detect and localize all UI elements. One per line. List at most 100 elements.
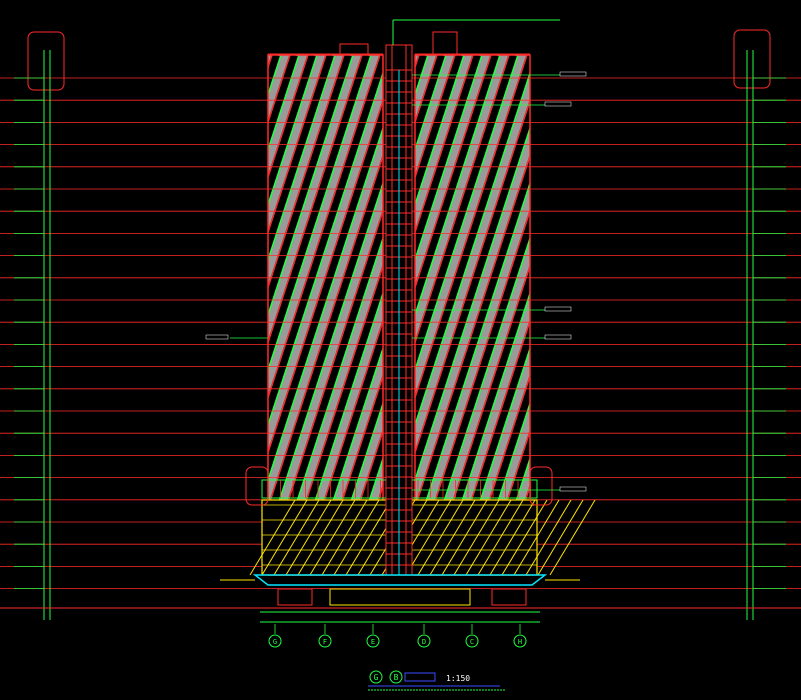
drawing-scale: 1:150 <box>446 674 470 683</box>
podium-callout-right <box>529 466 553 506</box>
stripe-green <box>268 125 383 483</box>
stripe-red <box>268 55 345 290</box>
axis-bubble <box>268 634 282 648</box>
stripe-red <box>415 55 528 400</box>
stripe-shadow <box>415 55 500 315</box>
stripe-green <box>268 55 300 153</box>
axis-label: E <box>371 638 375 646</box>
stripe-shadow <box>268 98 383 480</box>
stripe-green <box>290 291 383 575</box>
podium-hatch-line <box>501 499 548 576</box>
stripe-shadow <box>482 428 530 575</box>
stripe-green <box>415 70 530 428</box>
podium-hatch-line <box>441 499 488 576</box>
stripe-green <box>272 235 383 575</box>
ground-base <box>0 574 801 609</box>
stripe-shadow <box>281 263 383 575</box>
stripe-shadow <box>268 55 335 260</box>
stripe-green <box>308 346 383 575</box>
base-left-block <box>277 588 313 606</box>
axis-label: D <box>422 638 426 646</box>
left-tower-wing <box>267 54 384 576</box>
title-mark-2: B <box>394 673 399 682</box>
stripe-red <box>299 318 383 575</box>
stripe-green <box>415 125 530 483</box>
annotation-text-box <box>559 486 587 492</box>
stripe-green <box>491 456 530 575</box>
level-ruler-ticks <box>14 77 786 589</box>
stripe-green <box>268 55 354 318</box>
stripe-green <box>415 55 501 318</box>
stripe-green <box>268 55 318 208</box>
stripe-red <box>415 208 530 566</box>
stripe-green <box>415 55 483 263</box>
axis-label: H <box>518 638 522 646</box>
stripe-red <box>268 98 383 455</box>
stripe-shadow <box>415 55 482 260</box>
stripe-green <box>268 70 383 428</box>
stripe-green <box>473 401 530 575</box>
drawing-title-block: G B 1:150 <box>368 670 505 691</box>
stripe-shadow <box>415 55 530 425</box>
stripe-red <box>415 98 530 455</box>
stripe-red <box>268 208 383 566</box>
stripe-red <box>446 318 530 575</box>
podium-hatch-line <box>489 499 536 576</box>
podium-callouts <box>245 466 553 506</box>
podium-hatch-line <box>321 499 368 576</box>
stripe-red <box>335 428 383 575</box>
stripe-red <box>268 55 327 235</box>
stripe-green <box>437 291 530 575</box>
podium-hatch-line <box>261 499 308 576</box>
podium-hatch-line <box>249 499 296 576</box>
annotation-leaders <box>205 71 587 492</box>
axis-bubble <box>513 634 527 648</box>
stripe-green <box>455 346 530 575</box>
podium-hatch-line <box>345 499 392 576</box>
annotation-text-box <box>544 306 572 312</box>
title-mark-1: G <box>374 673 379 682</box>
stripe-red <box>415 55 492 290</box>
stripe-shadow <box>268 208 383 575</box>
podium-hatch-line <box>309 499 356 576</box>
stripe-shadow <box>299 318 383 575</box>
annotation-text-box <box>544 101 572 107</box>
title-mark-2-circle <box>389 670 403 684</box>
podium-hatch-line <box>429 499 476 576</box>
podium-hatch-line <box>417 499 464 576</box>
stripe-shadow <box>415 153 530 535</box>
stripe-red <box>415 55 474 235</box>
stripe-shadow <box>415 98 530 480</box>
stripe-shadow <box>317 373 383 575</box>
podium-callout-left <box>245 466 269 506</box>
annotation-text-box <box>205 334 229 340</box>
stripe-red <box>415 153 530 510</box>
stripe-shadow <box>415 55 464 205</box>
podium-hatch-line <box>273 499 320 576</box>
stripe-green <box>268 55 336 263</box>
stripe-shadow <box>268 55 371 370</box>
stripe-shadow <box>268 153 383 535</box>
stripe-green <box>344 456 383 575</box>
right-ruler-top-callout <box>733 29 771 89</box>
podium-hatch-line <box>549 499 596 576</box>
stripe-red <box>317 373 383 575</box>
base-right-block <box>491 588 527 606</box>
stripe-green <box>419 235 530 575</box>
stripe-red <box>482 428 530 575</box>
annotation-text-box <box>544 334 572 340</box>
stripe-green <box>268 55 372 373</box>
stripe-shadow <box>268 55 353 315</box>
title-mark-1-circle <box>369 670 383 684</box>
stripe-red <box>281 263 383 575</box>
axis-label: G <box>273 638 277 646</box>
annotation-text-box <box>559 71 587 77</box>
stripe-shadow <box>464 373 530 575</box>
stripe-red <box>428 263 530 575</box>
stripe-red <box>268 55 363 345</box>
stripe-shadow <box>446 318 530 575</box>
podium-hatch-line <box>285 499 332 576</box>
stripe-green <box>415 55 447 153</box>
title-text-strip <box>404 672 436 682</box>
